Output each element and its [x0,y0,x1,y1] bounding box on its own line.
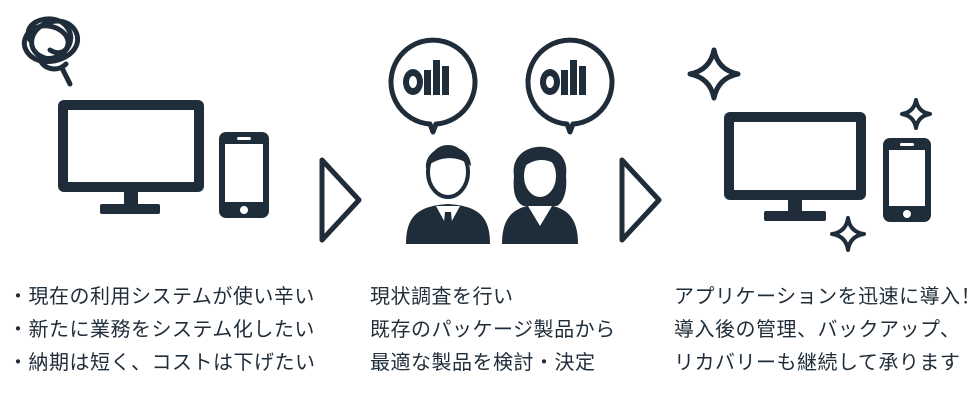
play-arrow-icon [319,157,362,243]
before-issues-list: ・現在の利用システムが使い辛い ・新たに業務をシステム化したい ・納期は短く、コ… [8,280,316,379]
desktop-monitor-icon [724,112,866,221]
businessman-icon [406,145,490,244]
play-arrow-icon [619,157,662,243]
sparkle-icon [830,216,866,252]
list-item: 現状調査を行い [370,284,514,308]
list-item: 既存のパッケージ製品から [370,317,616,341]
list-item: 導入後の管理、バックアップ、 [674,317,961,341]
sparkle-icon [900,98,932,130]
list-item: ・納期は短く、コストは下げたい [8,350,316,374]
list-item: アプリケーションを迅速に導入！ [674,284,980,308]
sparkle-icon [687,47,741,101]
process-description: 現状調査を行い 既存のパッケージ製品から 最適な製品を検討・決定 [370,280,616,379]
speech-bubble-chart-icon [388,37,478,135]
desktop-monitor-icon [58,100,204,214]
scribble-icon [21,16,80,87]
list-item: ・現在の利用システムが使い辛い [8,284,315,308]
smartphone-icon [883,138,931,222]
list-item: リカバリーも継続して承ります [674,350,961,374]
after-benefits-description: アプリケーションを迅速に導入！ 導入後の管理、バックアップ、 リカバリーも継続し… [674,280,980,379]
speech-bubble-chart-icon [525,37,615,135]
smartphone-icon [219,132,269,218]
list-item: ・新たに業務をシステム化したい [8,317,315,341]
businesswoman-icon [502,146,578,244]
list-item: 最適な製品を検討・決定 [370,350,596,374]
